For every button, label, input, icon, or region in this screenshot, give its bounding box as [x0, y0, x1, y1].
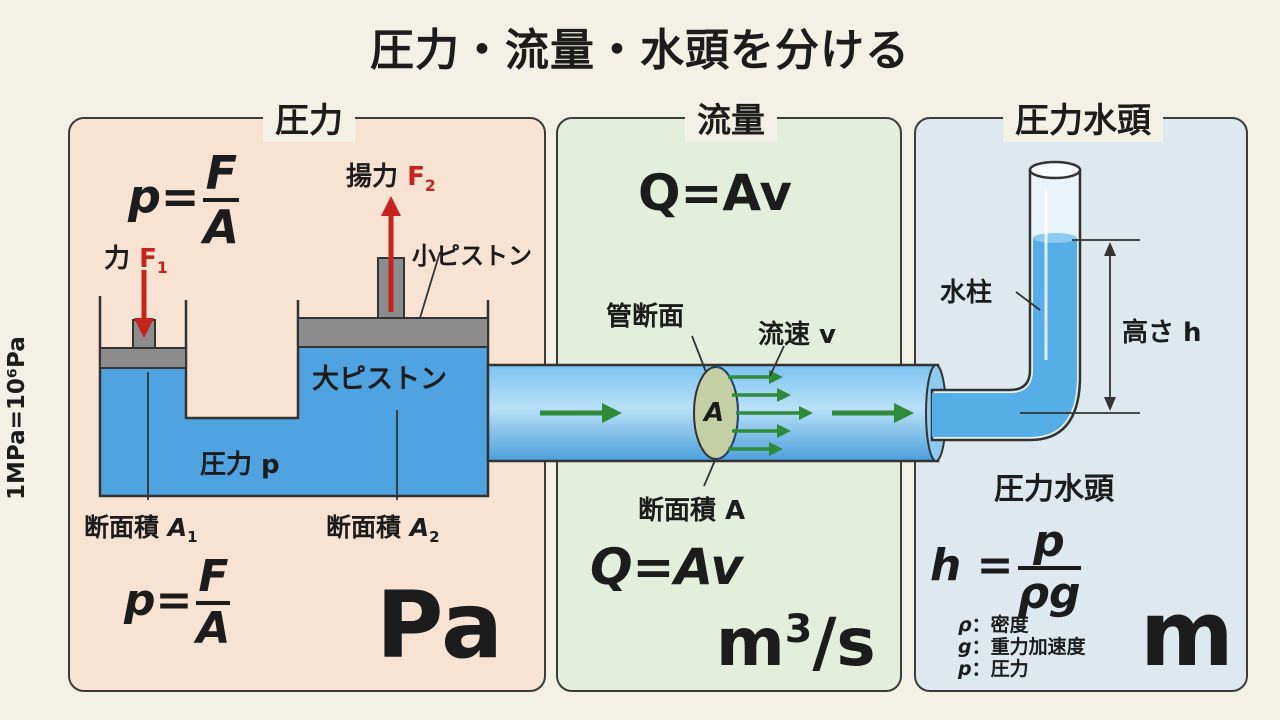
pressure-unit: Pa: [376, 572, 504, 679]
cross-section-label: 管断面: [606, 302, 685, 332]
small-piston-label: 小ピストン: [412, 242, 532, 270]
height-label: 高さ h: [1122, 318, 1202, 348]
page-title: 圧力・流量・水頭を分ける: [370, 25, 910, 76]
small-piston-plate: [99, 347, 187, 369]
head-panel-title: 圧力水頭: [1003, 93, 1163, 142]
flow-formula-top: Q=Av: [638, 164, 792, 222]
lift-f2-label: 揚力 F2: [346, 162, 436, 196]
large-piston-label: 大ピストン: [312, 364, 447, 395]
symbol-legend: ρ：密度 g：重力加速度 p：圧力: [958, 614, 1086, 680]
flow-formula-bottom: Q=Av: [590, 538, 743, 596]
tube-top-opening: [1028, 160, 1082, 180]
velocity-label: 流速 v: [758, 320, 837, 350]
water-column-label: 水柱: [940, 278, 993, 308]
head-unit: m: [1140, 582, 1234, 687]
legend-row-pressure: p：圧力: [958, 658, 1029, 680]
container-inner-wall: [184, 300, 300, 420]
cross-section-symbol: A: [704, 398, 725, 428]
pressure-panel-title: 圧力: [263, 93, 355, 142]
area-a1-label: 断面積 A1: [84, 513, 198, 546]
legend-row-density: ρ：密度: [958, 614, 1029, 636]
head-subtitle: 圧力水頭: [994, 472, 1114, 507]
flow-unit: m3/s: [716, 604, 876, 681]
flow-area-label: 断面積 A: [638, 496, 746, 526]
flow-panel-title: 流量: [685, 93, 777, 142]
force-f1-label: 力 F1: [104, 244, 168, 278]
pressure-p-label: 圧力 p: [200, 450, 280, 480]
area-a2-label: 断面積 A2: [326, 513, 440, 546]
legend-row-gravity: g：重力加速度: [958, 636, 1086, 658]
water-column-fluid: [932, 238, 1077, 437]
hydraulic-fluid: [100, 347, 488, 496]
large-piston-plate: [297, 317, 489, 348]
